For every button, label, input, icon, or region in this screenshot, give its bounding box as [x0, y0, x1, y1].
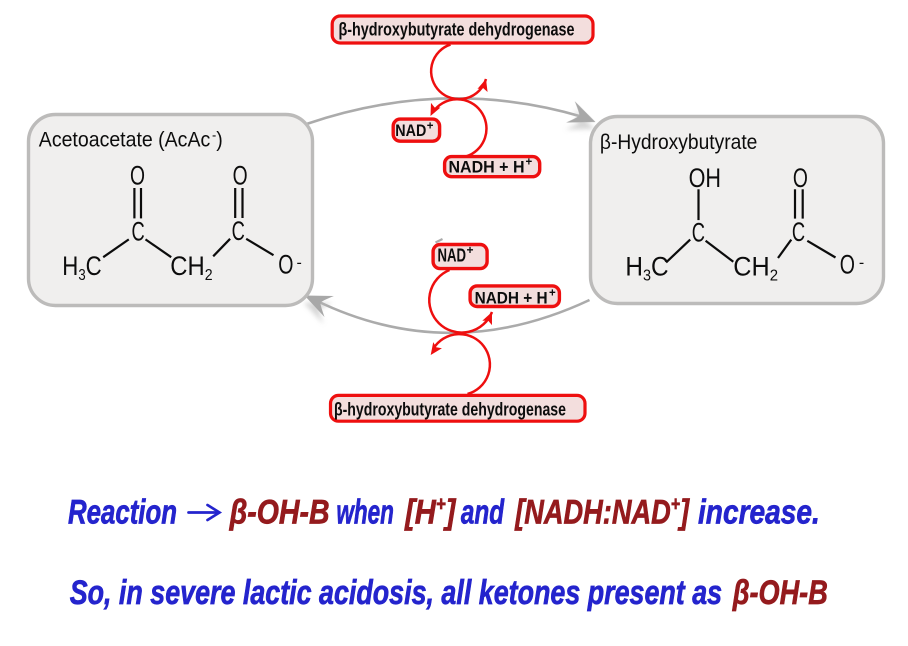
- svg-text:So, in severe lactic acidosis,: So, in severe lactic acidosis, all keton…: [70, 574, 722, 612]
- svg-text:-: -: [297, 255, 302, 272]
- svg-text:[H+]: [H+]: [404, 494, 456, 532]
- svg-text:NADH + H: NADH + H: [475, 289, 548, 308]
- svg-text:when: when: [336, 494, 394, 532]
- svg-text:C: C: [792, 217, 805, 247]
- svg-text:+: +: [526, 157, 533, 169]
- svg-text:β-OH-B: β-OH-B: [732, 574, 828, 612]
- svg-text:NADH + H: NADH + H: [449, 158, 525, 177]
- svg-text:H3C: H3C: [62, 251, 101, 284]
- svg-text:+: +: [467, 243, 474, 257]
- svg-text:C: C: [232, 216, 245, 246]
- svg-text:C: C: [692, 217, 705, 247]
- svg-text:C: C: [132, 216, 145, 246]
- svg-text:increase.: increase.: [698, 494, 820, 532]
- svg-text:+: +: [427, 121, 434, 133]
- svg-text:[NADH:NAD+]: [NADH:NAD+]: [514, 494, 690, 532]
- svg-text:NAD: NAD: [438, 246, 467, 266]
- svg-text:O: O: [130, 161, 145, 191]
- svg-text:O: O: [840, 250, 855, 280]
- svg-text:NAD: NAD: [395, 121, 426, 140]
- svg-text:OH: OH: [689, 163, 721, 193]
- svg-text:O: O: [233, 161, 248, 191]
- svg-text:O: O: [793, 163, 808, 193]
- svg-text:β-hydroxybutyrate dehydrogenas: β-hydroxybutyrate dehydrogenase: [334, 400, 566, 420]
- svg-text:β-OH-B: β-OH-B: [229, 494, 330, 532]
- svg-text:and: and: [461, 494, 505, 532]
- svg-text:Reaction: Reaction: [68, 494, 177, 532]
- svg-text:-: -: [859, 255, 864, 272]
- svg-text:+: +: [549, 288, 556, 300]
- svg-text:β-hydroxybutyrate dehydrogenas: β-hydroxybutyrate dehydrogenase: [339, 20, 575, 40]
- svg-text:β-Hydroxybutyrate: β-Hydroxybutyrate: [600, 130, 758, 154]
- svg-text:Acetoacetate (AcAc-): Acetoacetate (AcAc-): [39, 127, 223, 152]
- svg-text:O: O: [278, 250, 293, 280]
